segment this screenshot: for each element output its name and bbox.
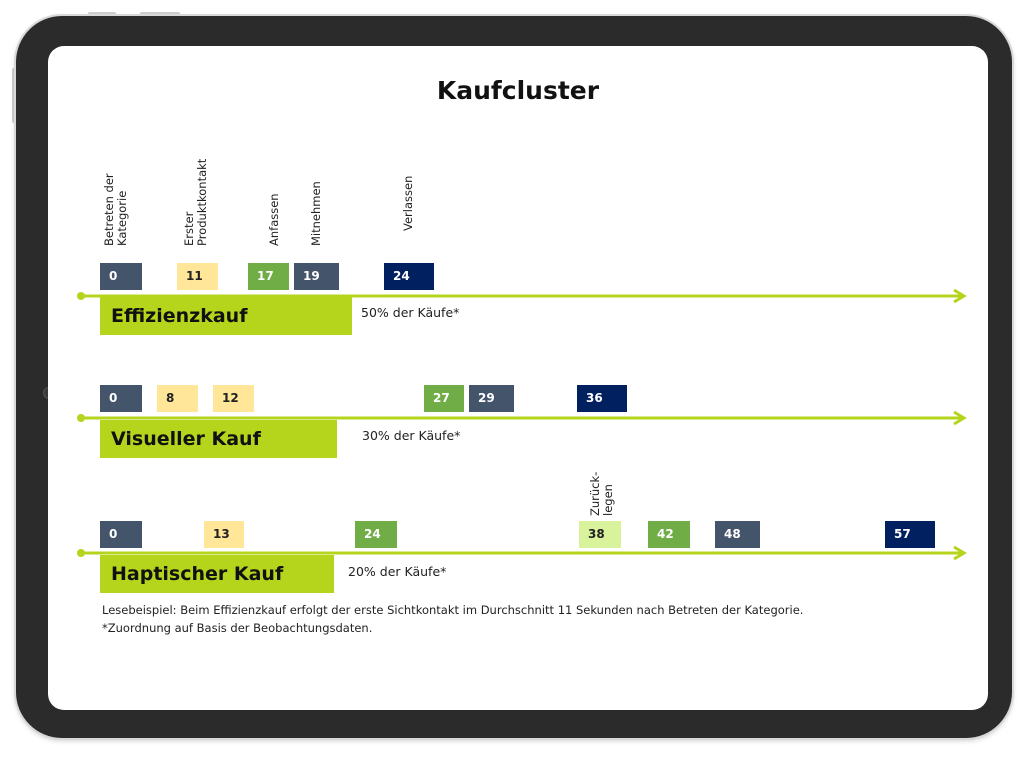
marker-visuell-betreten: 0 bbox=[100, 385, 142, 412]
marker-visuell-mitnehmen: 29 bbox=[469, 385, 514, 412]
lane-label-effizienzkauf: Effizienzkauf bbox=[100, 297, 352, 335]
marker-haptisch-mitnehmen: 48 bbox=[715, 521, 760, 548]
lane-share-effizienzkauf: 50% der Käufe* bbox=[361, 305, 460, 320]
timeline-axis-haptischer-kauf bbox=[77, 545, 967, 561]
marker-effizienz-anfassen: 17 bbox=[248, 263, 289, 290]
marker-visuell-produktkontakt-2: 12 bbox=[213, 385, 254, 412]
volume-button-second bbox=[140, 12, 180, 16]
lane-share-haptischer-kauf: 20% der Käufe* bbox=[348, 564, 447, 579]
marker-visuell-verlassen: 36 bbox=[577, 385, 627, 412]
marker-visuell-produktkontakt-1: 8 bbox=[157, 385, 198, 412]
lane-share-visueller-kauf: 30% der Käufe* bbox=[362, 428, 461, 443]
marker-haptisch-anfassen-2: 42 bbox=[648, 521, 690, 548]
timeline-axis-effizienzkauf bbox=[77, 288, 967, 304]
footnote-note: *Zuordnung auf Basis der Beobachtungsdat… bbox=[102, 621, 373, 635]
timeline-axis-visueller-kauf bbox=[77, 410, 967, 426]
marker-effizienz-produktkontakt: 11 bbox=[177, 263, 218, 290]
marker-visuell-anfassen: 27 bbox=[424, 385, 464, 412]
marker-haptisch-betreten: 0 bbox=[100, 521, 142, 548]
marker-haptisch-produktkontakt: 13 bbox=[204, 521, 244, 548]
marker-effizienz-verlassen: 24 bbox=[384, 263, 434, 290]
footnote-example: Lesebeispiel: Beim Effizienzkauf erfolgt… bbox=[102, 603, 804, 617]
tablet-screen: Kaufcluster Betreten der Kategorie Erste… bbox=[48, 46, 988, 710]
marker-haptisch-anfassen: 24 bbox=[355, 521, 397, 548]
power-button bbox=[12, 68, 16, 123]
page-title: Kaufcluster bbox=[436, 76, 600, 105]
marker-haptisch-zuruecklegen: 38 bbox=[579, 521, 621, 548]
lane-label-haptischer-kauf: Haptischer Kauf bbox=[100, 555, 334, 593]
marker-effizienz-betreten: 0 bbox=[100, 263, 142, 290]
volume-button-top bbox=[88, 12, 116, 16]
marker-effizienz-mitnehmen: 19 bbox=[294, 263, 339, 290]
timeline-axes bbox=[77, 288, 967, 561]
marker-haptisch-verlassen: 57 bbox=[885, 521, 935, 548]
lane-label-visueller-kauf: Visueller Kauf bbox=[100, 420, 337, 458]
